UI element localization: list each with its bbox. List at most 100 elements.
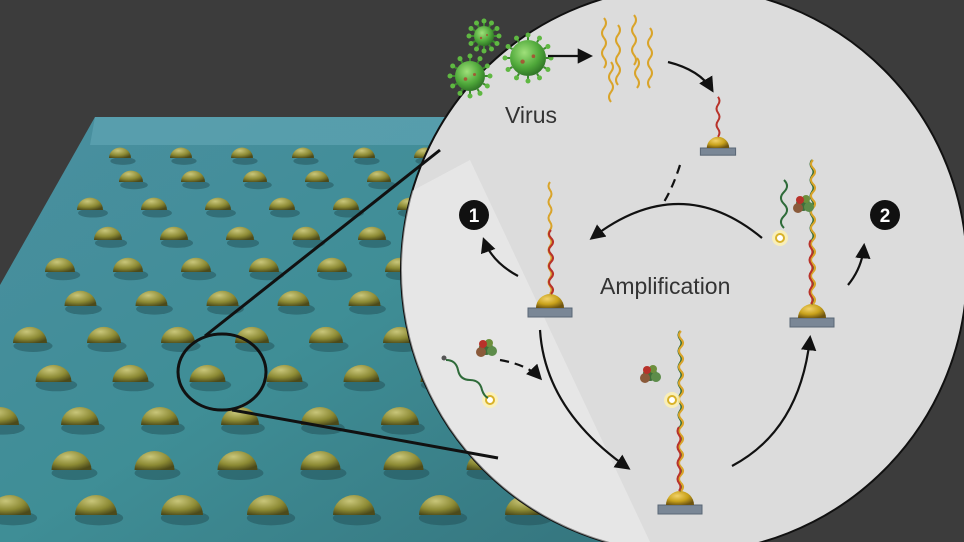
gold-nanodome-icon	[277, 290, 315, 315]
gold-nanodome-icon	[141, 406, 185, 435]
probe-assembly	[527, 181, 573, 318]
virus-group	[447, 18, 554, 99]
gold-nanodome-icon	[358, 226, 392, 248]
gold-nanodome-icon	[243, 170, 272, 190]
rna-strand-icon	[615, 24, 621, 86]
gold-nanodome-icon	[170, 147, 197, 165]
gold-nanodome-icon	[141, 197, 172, 218]
gold-nanodome-icon	[217, 451, 264, 480]
gold-nanodome-icon	[181, 170, 210, 190]
gold-nanodome-icon	[309, 326, 349, 352]
gold-nanodome-icon	[61, 406, 105, 435]
gold-nanodome-icon	[87, 326, 127, 352]
arrow-cycle-top	[589, 203, 763, 240]
virus-icon	[466, 18, 502, 54]
gold-nanodome-icon	[266, 364, 309, 392]
gold-nanodome-icon	[112, 364, 155, 392]
gold-nanodome-icon	[74, 495, 124, 526]
rna-strand-icon	[647, 27, 653, 89]
gold-nanodome-icon	[317, 257, 353, 281]
virus-label: Virus	[505, 102, 557, 128]
zoom-line-top	[204, 148, 441, 338]
fluorophore-icon	[664, 392, 680, 408]
gold-nanodome-icon	[13, 326, 53, 352]
arrow-rna-to-probe	[667, 60, 714, 93]
rna-strand-icon	[608, 61, 614, 103]
probe-group	[527, 96, 835, 515]
gold-nanodome-icon	[161, 326, 201, 352]
quencher-icon	[780, 179, 788, 229]
virus-icon	[502, 32, 554, 84]
gold-nanodome-icon	[343, 364, 386, 392]
zoom-line-bottom	[231, 408, 499, 460]
enzyme-icon	[476, 339, 497, 357]
gold-nanodome-icon	[367, 170, 396, 190]
gold-nanodome-icon	[113, 257, 149, 281]
quencher-icon	[445, 359, 489, 399]
gold-nanodome-icon	[249, 257, 285, 281]
gold-nanodome-icon	[94, 226, 128, 248]
enzyme-icon	[640, 365, 661, 383]
gold-nanodome-icon	[134, 451, 181, 480]
arrow-dashed-enzyme	[499, 358, 543, 381]
arrow-bottom-to-right	[731, 334, 817, 467]
gold-nanodome-icon	[51, 451, 98, 480]
rna-strand-icon	[678, 330, 684, 492]
rna-strand-icon	[601, 17, 607, 69]
virus-icon	[447, 53, 493, 99]
gold-nanodome-icon	[189, 364, 232, 392]
gold-nanodome-icon	[798, 304, 826, 318]
enzyme-icon	[793, 195, 814, 213]
gold-nanodome-icon	[353, 147, 380, 165]
fluorophore-icon	[772, 230, 788, 246]
gold-nanodome-icon	[300, 451, 347, 480]
amplification-label: Amplification	[600, 273, 730, 299]
gold-nanodome-icon	[77, 197, 108, 218]
rna-strand-icon	[676, 426, 682, 492]
arrow-to-step2	[847, 242, 871, 286]
gold-nanodome-icon	[181, 257, 217, 281]
rna-strand-icon	[548, 229, 554, 295]
rna-strand-icon	[810, 159, 816, 305]
gold-nanodome-icon	[160, 495, 210, 526]
gold-nanodome-icon	[332, 495, 382, 526]
gold-nanodome-icon	[0, 407, 25, 435]
gold-nanodome-icon	[246, 495, 296, 526]
gold-nanodome-icon	[119, 170, 148, 190]
arrow-dashed-probe	[661, 164, 682, 206]
gold-nanodome-icon	[226, 226, 260, 248]
gold-nanodome-icon	[221, 406, 265, 435]
rna-strand-icon	[808, 239, 814, 305]
probe-assembly	[657, 330, 703, 515]
gold-nanodome-icon	[381, 406, 425, 435]
gold-nanodome-icon	[269, 197, 300, 218]
step2-badge: 2	[870, 200, 900, 230]
gold-nanodome-icon	[64, 290, 102, 315]
chip-edge	[90, 117, 445, 145]
quencher-icon	[441, 355, 447, 361]
rna-strand-icon	[715, 96, 721, 138]
gold-nanodome-icon	[231, 147, 258, 165]
rna-strand-icon	[631, 14, 637, 66]
probe-assembly	[789, 159, 835, 328]
enzyme-group	[441, 179, 814, 408]
step1-number: 1	[469, 206, 480, 227]
rna-strand-icon	[634, 57, 640, 89]
gold-nanodome-icon	[205, 197, 236, 218]
probe-assembly	[699, 96, 737, 156]
gold-nanodome-icon	[135, 290, 173, 315]
gold-nanodome-icon	[383, 451, 430, 480]
rna-strands	[601, 14, 653, 103]
gold-nanodome-icon	[292, 147, 319, 165]
gold-nanodome-icon	[109, 147, 136, 165]
gold-nanodome-icon	[305, 170, 334, 190]
gold-nanodome-icon	[45, 257, 81, 281]
gold-nanodome-icon	[35, 364, 78, 392]
arrows	[480, 48, 871, 470]
gold-nanodome-icon	[666, 491, 694, 505]
gold-nanodome-icon	[418, 495, 468, 526]
gold-nanodome-icon	[160, 226, 194, 248]
gold-nanodome-icon	[536, 294, 564, 308]
